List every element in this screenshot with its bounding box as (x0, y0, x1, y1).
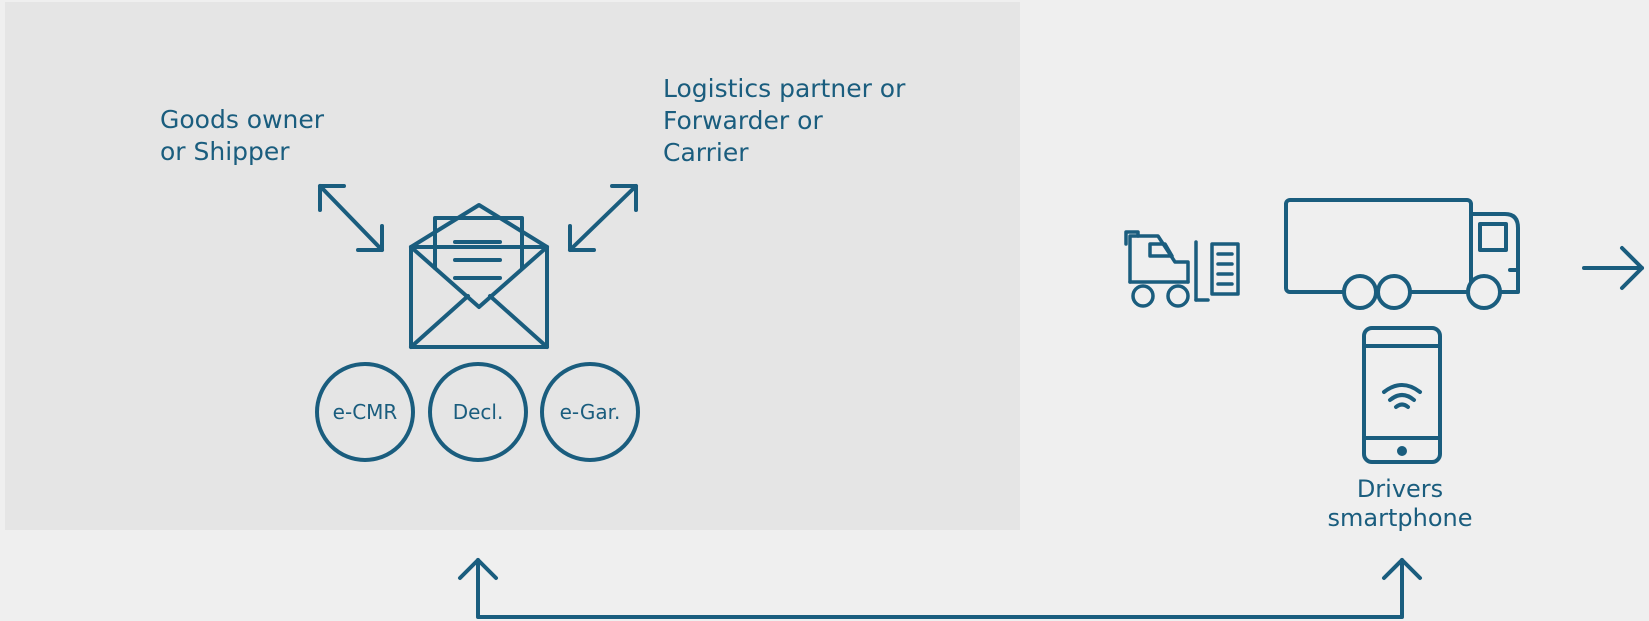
smartphone-wifi-icon (1362, 326, 1442, 464)
badge-e-cmr-label: e-CMR (333, 400, 398, 424)
forklift-icon (1124, 230, 1240, 308)
bidirectional-arrow-icon (568, 184, 638, 252)
return-flow-arrow-icon (458, 558, 1422, 619)
parties-panel (5, 2, 1020, 530)
badge-e-cmr: e-CMR (315, 362, 415, 462)
envelope-document-icon (409, 203, 549, 349)
badge-e-gar-label: e-Gar. (560, 400, 621, 424)
badge-decl: Decl. (428, 362, 528, 462)
badge-e-gar: e-Gar. (540, 362, 640, 462)
logistics-partner-label: Logistics partner or Forwarder or Carrie… (663, 74, 906, 167)
drivers-smartphone-label: Drivers smartphone (1327, 475, 1473, 532)
bidirectional-arrow-icon (318, 184, 384, 252)
arrow-right-icon (1582, 246, 1644, 290)
badge-decl-label: Decl. (453, 400, 504, 424)
truck-icon (1284, 198, 1520, 310)
goods-owner-label: Goods owner or Shipper (160, 105, 325, 166)
